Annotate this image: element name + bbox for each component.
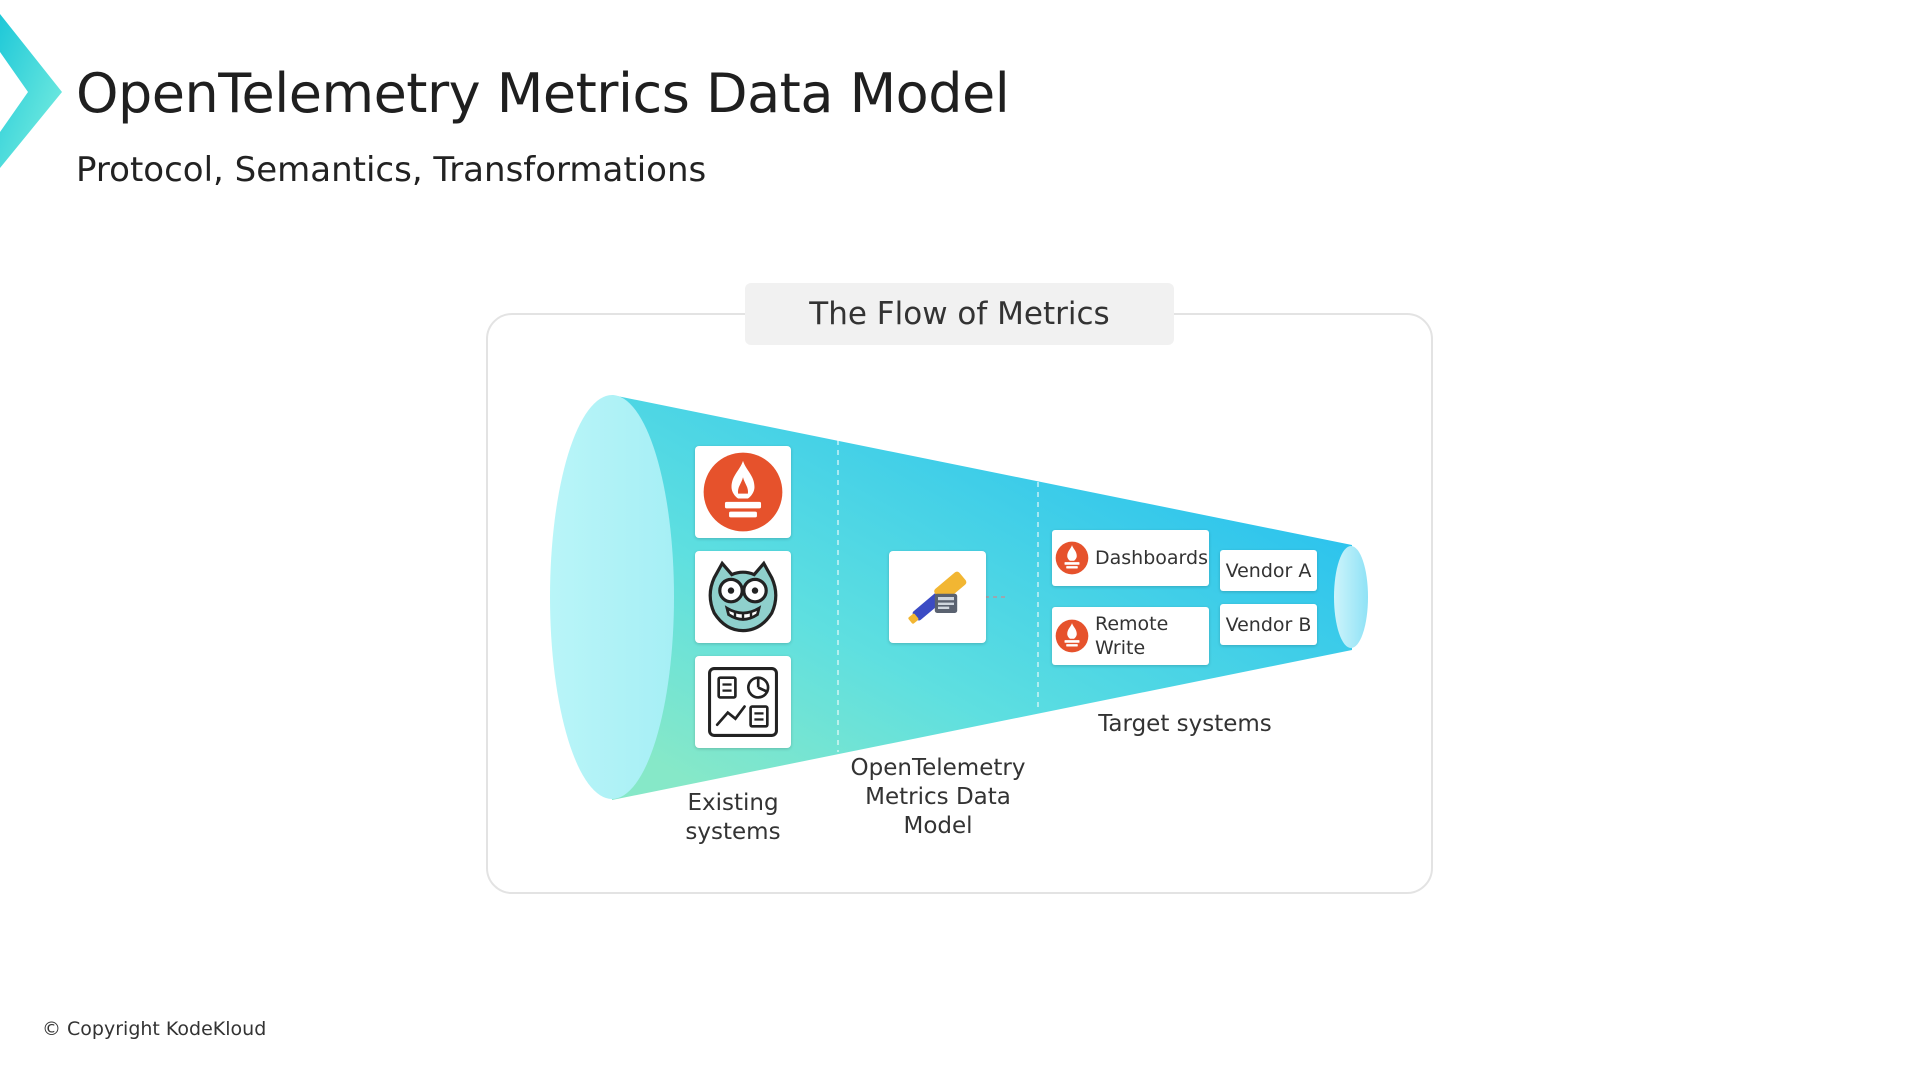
owl-monitor-icon: [708, 560, 778, 633]
existing-system-tile: [695, 656, 791, 748]
telescope-icon: [907, 571, 966, 624]
brand-chevron-icon: [0, 14, 62, 168]
otel-model-tile: [889, 551, 986, 643]
prometheus-icon: [703, 452, 783, 532]
vendor-label: Vendor A: [1225, 559, 1312, 582]
existing-systems-label: Existing systems: [685, 790, 781, 845]
page-subtitle: Protocol, Semantics, Transformations: [76, 150, 707, 190]
target-system-label: Dashboards: [1095, 547, 1208, 569]
target-system-card: Dashboards: [1052, 530, 1209, 586]
target-system-card: Remote Write: [1052, 607, 1209, 665]
funnel-mouth: [550, 395, 674, 799]
prometheus-icon: [1055, 541, 1089, 575]
existing-system-tile: [695, 446, 791, 538]
diagram-title: The Flow of Metrics: [745, 283, 1174, 345]
funnel-tip: [1334, 546, 1368, 648]
prometheus-icon: [1055, 619, 1089, 653]
copyright-text: © Copyright KodeKloud: [42, 1018, 267, 1040]
page-title: OpenTelemetry Metrics Data Model: [76, 62, 1010, 125]
otel-model-label: OpenTelemetry Metrics Data Model: [850, 755, 1026, 839]
dashboard-widgets-icon: [708, 667, 778, 737]
vendor-label: Vendor B: [1225, 613, 1312, 636]
target-system-label: Remote Write: [1095, 613, 1169, 659]
existing-system-tile: [695, 551, 791, 643]
target-systems-label: Target systems: [1098, 711, 1272, 737]
vendor-card: Vendor A: [1220, 550, 1317, 591]
vendor-card: Vendor B: [1220, 604, 1317, 645]
